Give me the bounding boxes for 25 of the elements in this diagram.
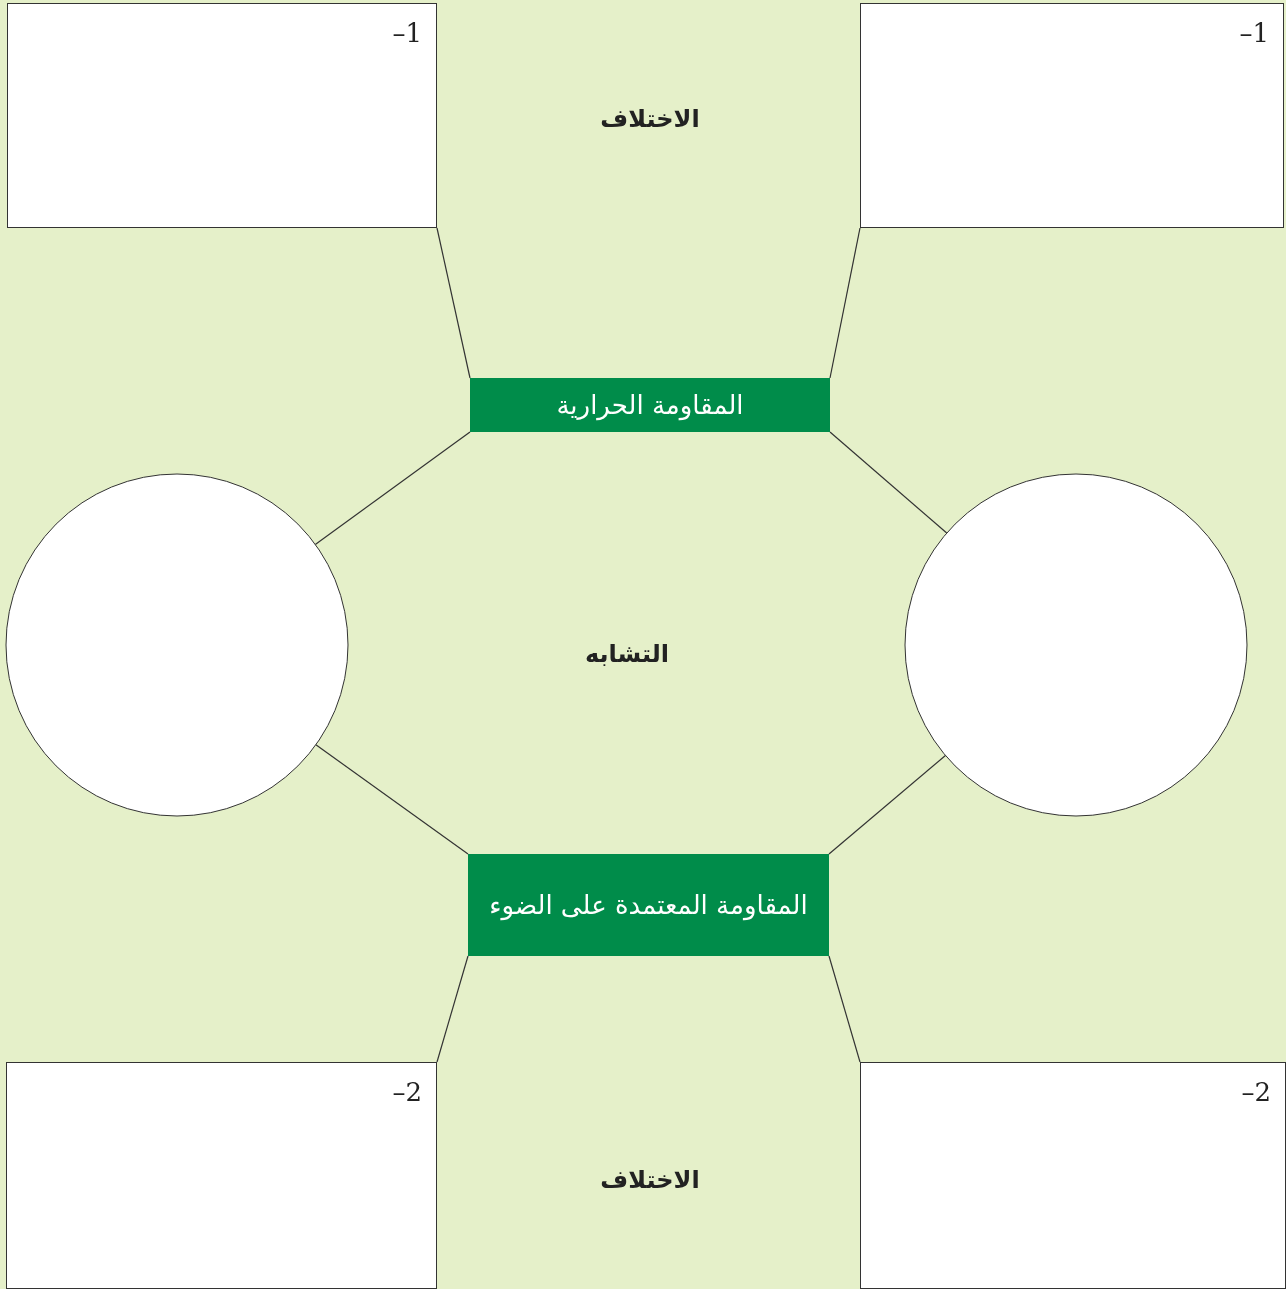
item-number: –2 xyxy=(1241,1077,1271,1107)
connector-line xyxy=(829,227,861,379)
connector-line xyxy=(828,955,861,1063)
banner-title: المقاومة المعتمدة على الضوء xyxy=(489,890,808,920)
title-banner xyxy=(468,854,829,956)
connector-line xyxy=(828,754,947,855)
connector-line xyxy=(436,227,471,379)
answer-circle xyxy=(904,473,1248,817)
item-number: –2 xyxy=(392,1077,422,1107)
connector-line xyxy=(436,955,469,1063)
connector-line xyxy=(314,431,471,546)
answer-box xyxy=(860,1062,1286,1289)
answer-circle xyxy=(5,473,349,817)
section-heading: الاختلاف xyxy=(600,105,700,133)
answer-box xyxy=(7,3,437,228)
item-number: –1 xyxy=(1239,18,1269,48)
answer-box xyxy=(6,1062,437,1289)
section-heading: التشابه xyxy=(585,640,669,668)
connector-line xyxy=(829,431,948,534)
item-number: –1 xyxy=(392,18,422,48)
banner-title: المقاومة الحرارية xyxy=(556,390,744,420)
connector-line xyxy=(315,744,469,855)
section-heading: الاختلاف xyxy=(600,1166,700,1194)
title-banner xyxy=(470,378,830,432)
answer-box xyxy=(860,3,1284,228)
